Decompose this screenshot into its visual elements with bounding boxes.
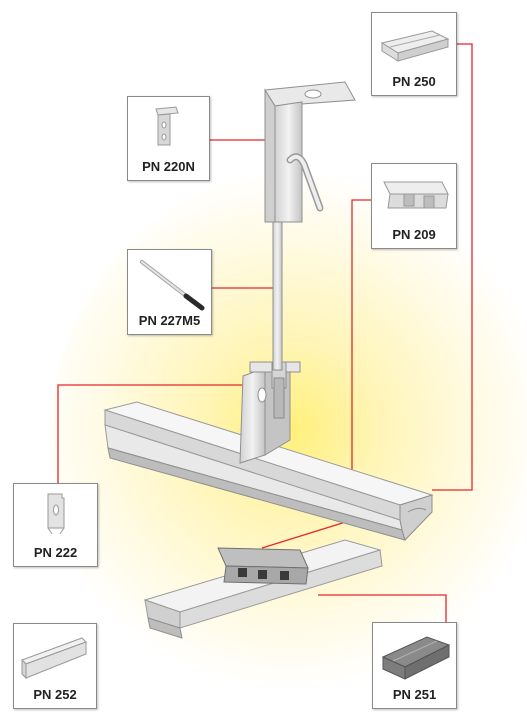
wall-angle-profile-icon xyxy=(21,637,87,680)
part-card-pn-252: PN 252 xyxy=(13,623,97,709)
part-card-pn-220n: PN 220N xyxy=(127,96,210,181)
part-label: PN 220N xyxy=(142,159,195,174)
part-label: PN 227M5 xyxy=(138,313,201,328)
part-card-pn-250: PN 250 xyxy=(371,12,457,96)
part-label: PN 222 xyxy=(33,545,78,560)
part-card-pn-222: PN 222 xyxy=(13,483,98,567)
part-card-pn-251: PN 251 xyxy=(372,622,457,709)
connector-pn-222 xyxy=(57,384,252,483)
connector-pn-251 xyxy=(318,594,447,622)
part-label: PN 252 xyxy=(33,687,77,702)
part-label: PN 251 xyxy=(392,687,437,702)
angle-bracket-icon xyxy=(155,106,179,146)
angle-bracket-top xyxy=(264,81,356,223)
connector-lines xyxy=(57,43,473,622)
connector-pn-209 xyxy=(261,199,371,549)
part-card-pn-227m5: PN 227M5 xyxy=(127,249,212,335)
part-label: PN 209 xyxy=(392,227,436,242)
connector-clip-assembly xyxy=(217,547,309,585)
hanger-bracket-icon xyxy=(47,493,65,535)
threaded-rod-icon xyxy=(140,260,205,311)
part-label: PN 250 xyxy=(392,74,436,89)
c-channel-profile-icon xyxy=(381,636,451,680)
double-channel-profile-icon xyxy=(380,30,450,62)
connector-pn-250 xyxy=(432,43,473,491)
main-channel-upper xyxy=(103,401,434,541)
connector-clip-icon xyxy=(383,181,449,209)
part-card-pn-209: PN 209 xyxy=(371,163,457,249)
